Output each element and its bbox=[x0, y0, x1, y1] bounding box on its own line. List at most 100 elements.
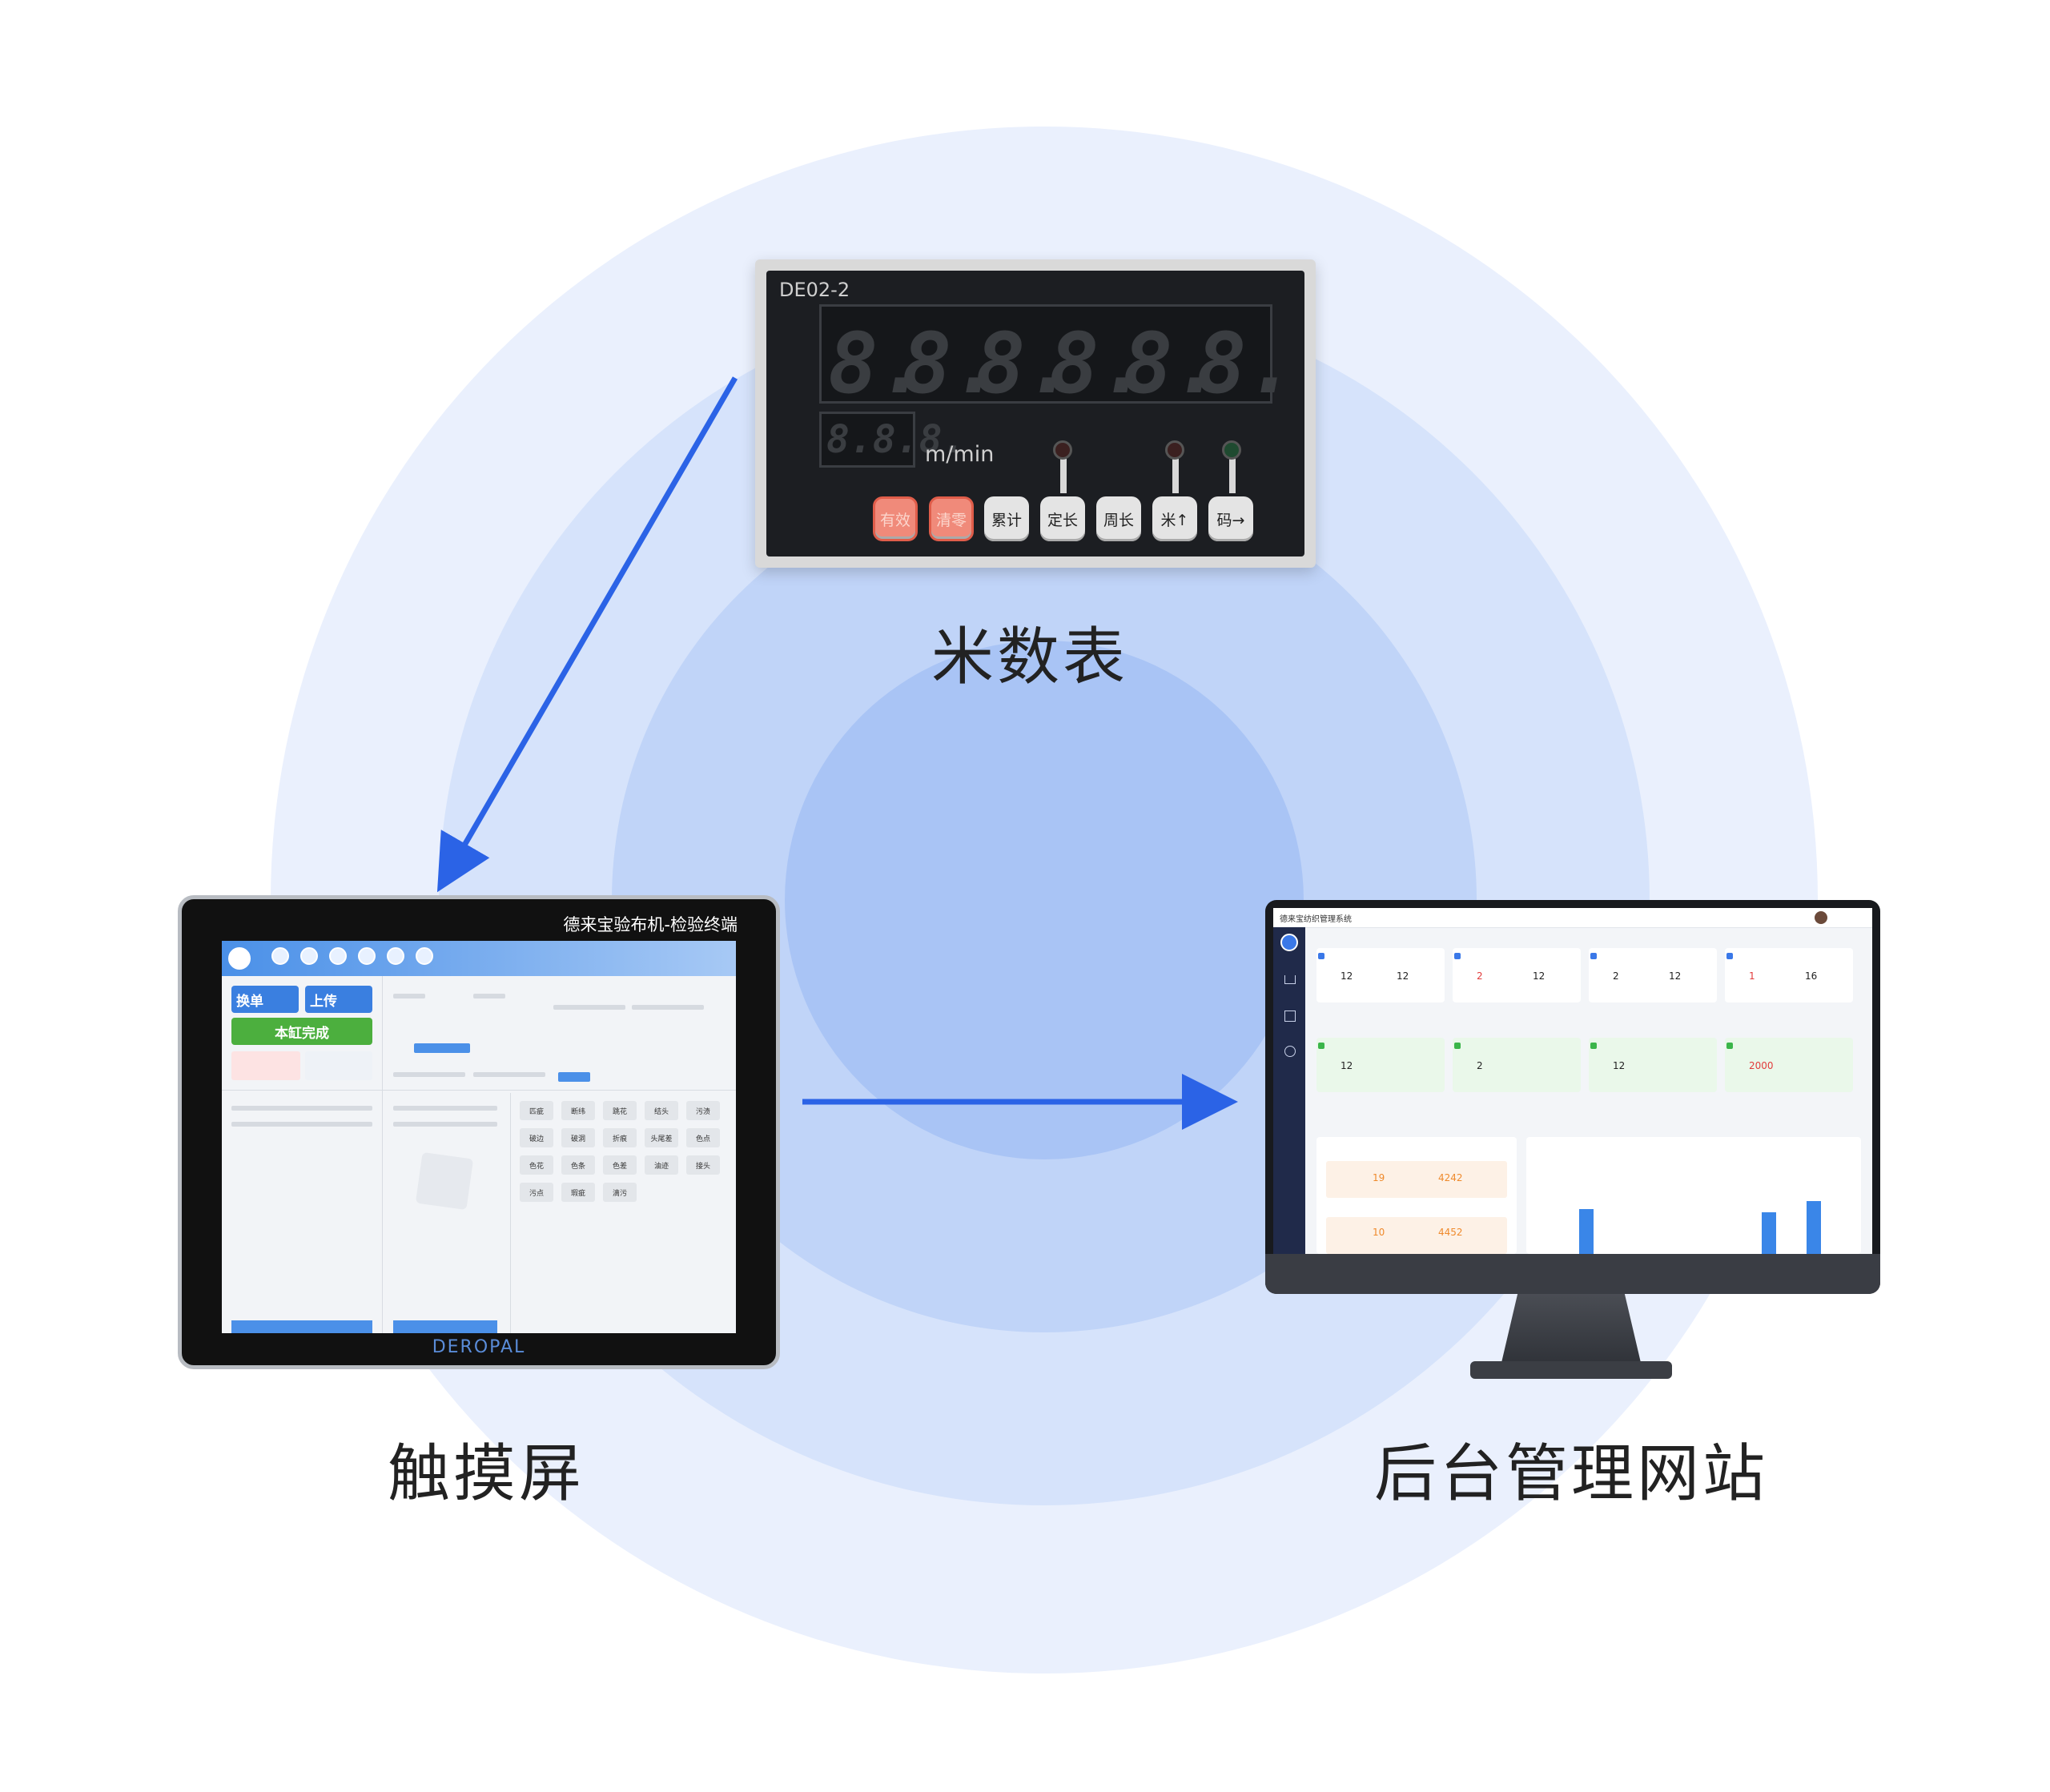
logo-icon bbox=[1280, 934, 1298, 951]
backend-screen: 德来宝纺织管理系统 12 12 2 12 2 bbox=[1273, 908, 1872, 1254]
ring-core bbox=[785, 641, 1304, 1159]
stat-card[interactable]: 2 12 bbox=[1453, 948, 1581, 1002]
meter-button-yard[interactable]: 码→ bbox=[1208, 496, 1253, 541]
monitor-chin bbox=[1265, 1254, 1880, 1294]
form-field bbox=[473, 994, 505, 998]
stat-card[interactable]: 2000 bbox=[1725, 1038, 1853, 1092]
stat-card[interactable]: 2 bbox=[1453, 1038, 1581, 1092]
defect-button[interactable]: 污点 bbox=[520, 1183, 553, 1202]
defect-button[interactable]: 断纬 bbox=[561, 1101, 595, 1120]
card-value: 12 bbox=[1341, 1060, 1353, 1071]
meter-button-total[interactable]: 累计 bbox=[984, 496, 1029, 541]
defect-button[interactable]: 色条 bbox=[561, 1155, 595, 1175]
table-row bbox=[231, 1122, 372, 1127]
meter-button-fixed-length[interactable]: 定长 bbox=[1040, 496, 1085, 541]
defect-button[interactable]: 破边 bbox=[520, 1128, 553, 1147]
defect-button[interactable]: 色点 bbox=[686, 1128, 720, 1147]
monitor-foot bbox=[1470, 1361, 1672, 1379]
meter-label: 米数表 bbox=[931, 621, 1129, 693]
info-panel bbox=[305, 1051, 372, 1080]
defect-button[interactable]: 折痕 bbox=[603, 1128, 637, 1147]
bottom-action-button[interactable] bbox=[393, 1320, 497, 1333]
card-value: 2000 bbox=[1749, 1060, 1774, 1071]
stat-block: 19 4242 bbox=[1326, 1161, 1507, 1198]
meter-button-valid[interactable]: 有效 bbox=[873, 496, 918, 541]
nav-icon[interactable] bbox=[300, 947, 318, 965]
card-value: 2 bbox=[1613, 970, 1619, 982]
settings-icon[interactable] bbox=[1284, 1046, 1296, 1057]
card-value: 12 bbox=[1533, 970, 1546, 982]
defect-button[interactable]: 污渍 bbox=[686, 1101, 720, 1120]
upload-button[interactable]: 上传 bbox=[305, 986, 372, 1013]
meter-device: DE02-2 8. 8. 8. 8. 8. 8. 8.8.8. m/min 有效… bbox=[755, 259, 1316, 568]
meter-digit: 8. bbox=[1049, 315, 1150, 412]
backend-title: 德来宝纺织管理系统 bbox=[1280, 915, 1352, 924]
chart-bar bbox=[1579, 1209, 1594, 1254]
panel-divider bbox=[222, 1090, 736, 1091]
card-value: 1 bbox=[1749, 970, 1755, 982]
monitor-neck bbox=[1501, 1294, 1642, 1366]
stat-value: 4452 bbox=[1438, 1227, 1463, 1238]
table-row bbox=[231, 1106, 372, 1111]
defect-button[interactable]: 匹疵 bbox=[520, 1101, 553, 1120]
stat-card[interactable]: 12 bbox=[1589, 1038, 1717, 1092]
defect-button[interactable]: 破洞 bbox=[561, 1128, 595, 1147]
arrow-meter-to-touchscreen bbox=[436, 376, 738, 893]
table-row bbox=[393, 1106, 497, 1111]
meter-button-clear[interactable]: 清零 bbox=[929, 496, 974, 541]
nav-icon[interactable] bbox=[416, 947, 433, 965]
touchscreen-brand: DEROPAL bbox=[432, 1337, 526, 1357]
bottom-action-button[interactable] bbox=[231, 1320, 372, 1333]
led-stem bbox=[1060, 452, 1067, 493]
table-row bbox=[393, 1122, 497, 1127]
nav-icon[interactable] bbox=[329, 947, 347, 965]
nav-icon[interactable] bbox=[387, 947, 404, 965]
defect-button[interactable]: 滴污 bbox=[603, 1183, 637, 1202]
meter-digit: 8. bbox=[1196, 315, 1297, 412]
card-value: 2 bbox=[1477, 970, 1483, 982]
stat-block: 10 4452 bbox=[1326, 1217, 1507, 1254]
stat-card[interactable]: 12 12 bbox=[1316, 948, 1445, 1002]
swap-order-button[interactable]: 换单 bbox=[231, 986, 299, 1013]
defect-button[interactable]: 头尾差 bbox=[645, 1128, 678, 1147]
defect-button[interactable]: 瑕疵 bbox=[561, 1183, 595, 1202]
card-value: 12 bbox=[1397, 970, 1409, 982]
meter-small-value: 8.8.8. bbox=[826, 417, 966, 462]
batch-complete-button[interactable]: 本缸完成 bbox=[231, 1018, 372, 1045]
chart-bar bbox=[1762, 1212, 1776, 1254]
panel-divider bbox=[382, 976, 383, 1333]
card-icon bbox=[1726, 1043, 1733, 1049]
stat-card[interactable]: 12 bbox=[1316, 1038, 1445, 1092]
card-value: 12 bbox=[1613, 1060, 1626, 1071]
chart-bar bbox=[1807, 1201, 1821, 1254]
meter-unit: m/min bbox=[925, 442, 995, 467]
touchscreen-title: 德来宝验布机-检验终端 bbox=[563, 915, 738, 934]
defect-button[interactable]: 色差 bbox=[603, 1155, 637, 1175]
card-icon bbox=[1590, 953, 1597, 959]
touchscreen-label: 触摸屏 bbox=[388, 1438, 585, 1510]
meter-button-perimeter[interactable]: 周长 bbox=[1096, 496, 1141, 541]
defect-button[interactable]: 结头 bbox=[645, 1101, 678, 1120]
meter-small-display: 8.8.8. bbox=[819, 412, 965, 468]
report-icon[interactable] bbox=[1284, 1011, 1296, 1022]
nav-icon[interactable] bbox=[358, 947, 376, 965]
defect-button[interactable]: 接头 bbox=[686, 1155, 720, 1175]
chart-panel bbox=[1526, 1137, 1861, 1254]
form-field bbox=[473, 1072, 545, 1077]
led-stem bbox=[1172, 452, 1179, 493]
avatar[interactable] bbox=[1815, 911, 1827, 924]
backend-header: 德来宝纺织管理系统 bbox=[1273, 908, 1872, 928]
nav-icon[interactable] bbox=[271, 947, 289, 965]
meter-button-meter-up[interactable]: 米↑ bbox=[1152, 496, 1197, 541]
form-chip bbox=[414, 1043, 470, 1053]
stat-card[interactable]: 2 12 bbox=[1589, 948, 1717, 1002]
led-indicator bbox=[1053, 440, 1072, 460]
home-icon[interactable] bbox=[1284, 975, 1296, 984]
card-icon bbox=[1590, 1043, 1597, 1049]
defect-button[interactable]: 色花 bbox=[520, 1155, 553, 1175]
defect-button[interactable]: 油迹 bbox=[645, 1155, 678, 1175]
defect-button[interactable]: 跳花 bbox=[603, 1101, 637, 1120]
stat-card[interactable]: 1 16 bbox=[1725, 948, 1853, 1002]
card-icon bbox=[1454, 953, 1461, 959]
touchscreen-topbar bbox=[222, 941, 736, 976]
